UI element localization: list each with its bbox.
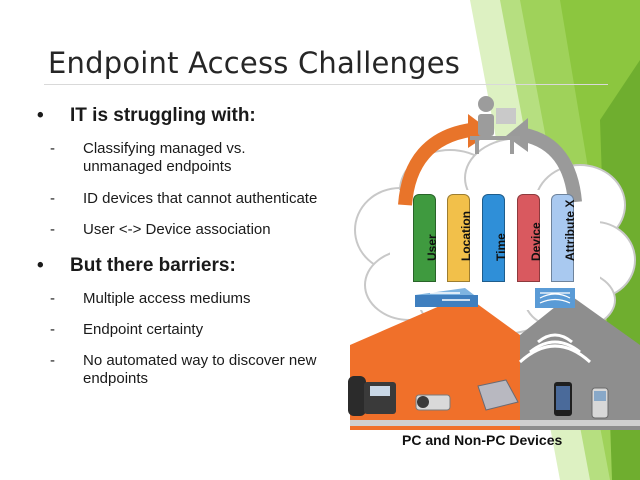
bullet-mark: • [37,105,44,126]
network-switch-icon [415,288,478,307]
pillar-user: User [413,194,439,282]
pillar-time: Time [482,194,508,282]
sub-bullet: - Endpoint certainty [32,321,372,339]
sub-bullet-text: Endpoint certainty [83,321,204,338]
pillar-location: Location [447,194,473,282]
pillar-label: Time [493,233,508,261]
dash-mark: - [50,352,55,369]
devices-caption: PC and Non-PC Devices [402,432,563,448]
camera-icon [415,394,451,411]
dash-mark: - [50,321,55,338]
sub-bullet: - No automated way to discover new endpo… [32,352,372,388]
laptop-icon [477,379,519,411]
refresh-arrow-icon [506,118,582,203]
sub-bullet-text: ID devices that cannot authenticate [83,190,318,207]
pillar-label: Device [528,222,543,261]
bullet-heading-text: But there barriers: [70,255,236,276]
dash-mark: - [50,221,55,238]
pillar-label: Attribute X [562,199,577,261]
sub-bullet-text: Multiple access mediums [83,290,251,307]
endpoint-diagram: User Location Time Device Attribute X [330,90,640,460]
title-divider [44,84,608,85]
wireless-access-point-icon [535,288,575,308]
bullet-heading-text: IT is struggling with: [70,105,256,126]
sub-bullet: - User <-> Device association [32,221,372,239]
sub-bullet-text: No automated way to discover new endpoin… [83,352,317,387]
pillar-attribute-x: Attribute X [551,194,577,282]
dash-mark: - [50,290,55,307]
bullet-heading-1: • IT is struggling with: [32,104,372,130]
sub-bullet: - Multiple access mediums [32,290,372,308]
pillar-label: User [424,234,439,261]
ip-phone-icon [348,376,396,416]
mobile-phone-icon [591,387,609,419]
bullet-mark: • [37,255,44,276]
bullet-list: • IT is struggling with: - Classifying m… [32,104,372,388]
pillar-device: Device [517,194,543,282]
wifi-signal-icon [518,333,592,364]
bullet-heading-2: • But there barriers: [32,254,372,280]
slide-title: Endpoint Access Challenges [48,46,461,80]
dash-mark: - [50,190,55,207]
smartphone-icon [554,382,572,416]
sub-bullet: - ID devices that cannot authenticate [32,190,372,208]
user-at-desk-icon [470,96,520,154]
sub-bullet-text: User <-> Device association [83,221,271,238]
sub-bullet: - Classifying managed vs. unmanaged endp… [32,140,372,176]
pillar-label: Location [458,211,473,261]
dash-mark: - [50,140,55,157]
sub-bullet-text: Classifying managed vs. unmanaged endpoi… [83,140,246,175]
